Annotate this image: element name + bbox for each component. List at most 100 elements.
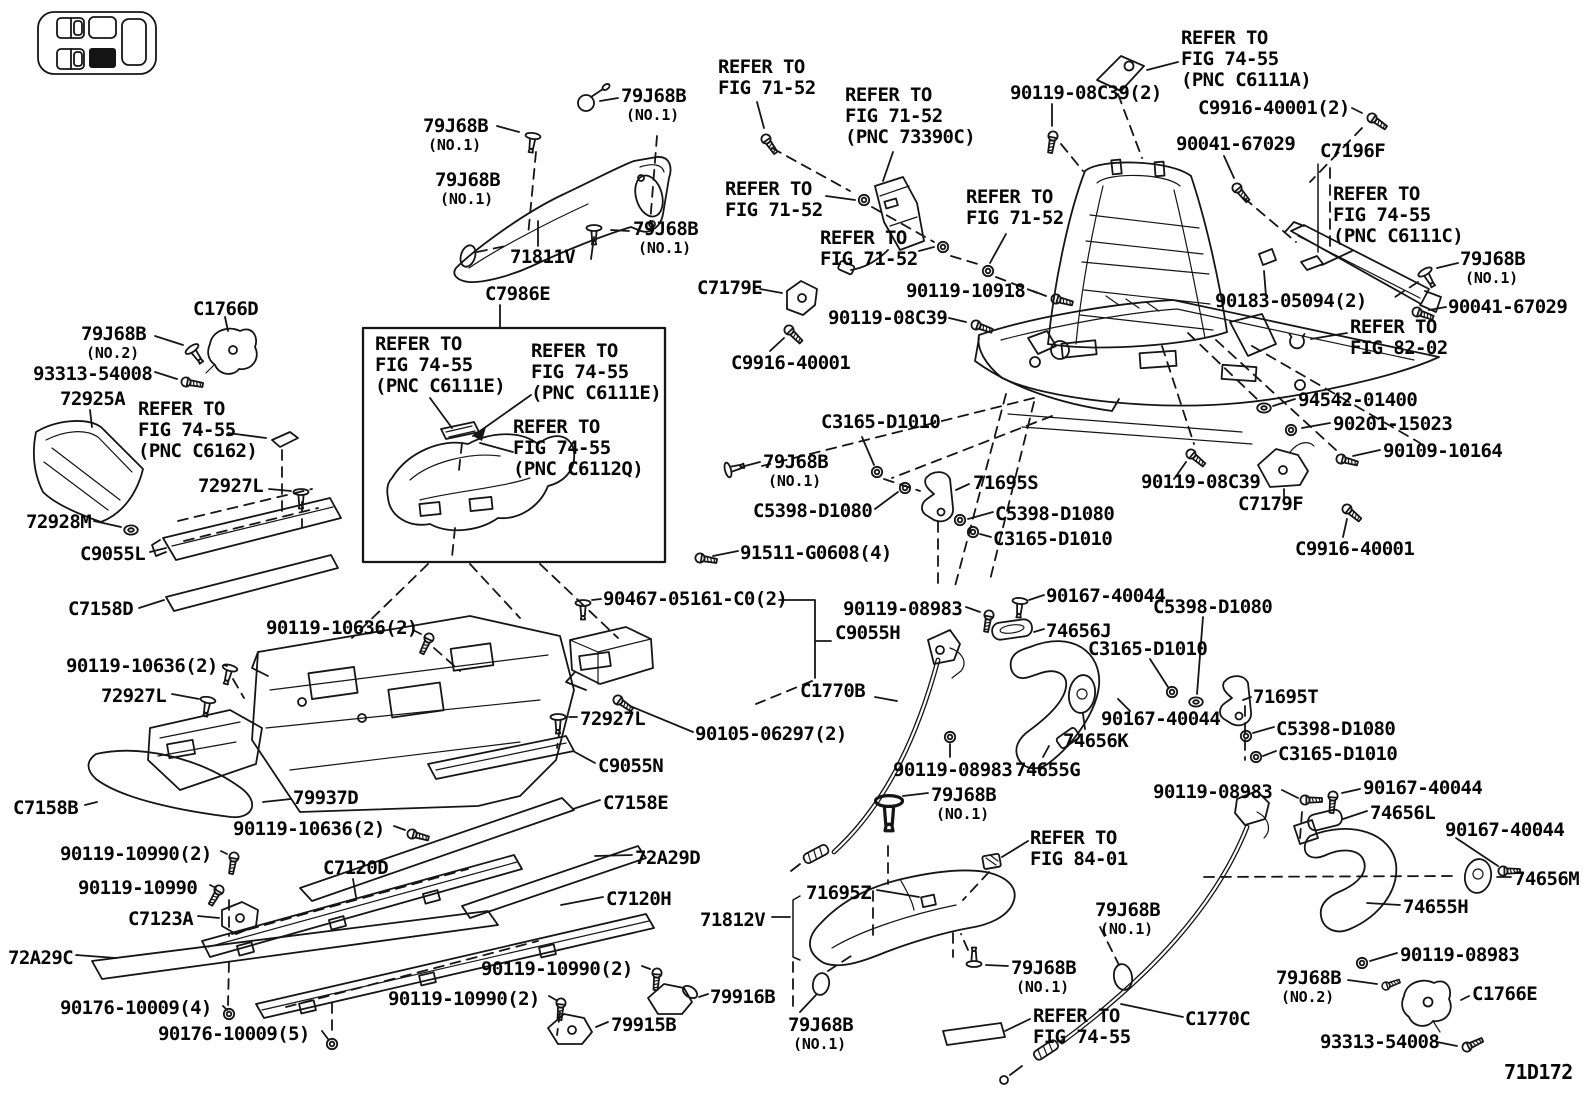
part-label-90119-10990(2): 90119-10990(2) — [481, 958, 633, 980]
leader-lines — [75, 61, 1512, 1047]
part-label-79j68b: 79J68B(NO.1) — [931, 784, 997, 823]
part-label-90105-06297(2): 90105-06297(2) — [695, 723, 847, 745]
part-label-90119-08983: 90119-08983 — [843, 598, 963, 620]
part-label-79j68b: 79J68B(NO.1) — [621, 85, 687, 124]
part-label-c5398-d1080: C5398-D1080 — [1153, 596, 1273, 618]
part-label-c7179e: C7179E — [697, 277, 763, 299]
part-label-c1766e: C1766E — [1472, 983, 1538, 1005]
part-label-c5398-d1080: C5398-D1080 — [995, 503, 1115, 525]
part-label-c5398-d1080: C5398-D1080 — [1276, 718, 1396, 740]
figure-code: 71D172 — [1504, 1060, 1573, 1084]
part-label-74656j: 74656J — [1046, 620, 1112, 642]
part-c7196f-rail — [1258, 163, 1442, 313]
part-label-93313-54008: 93313-54008 — [1320, 1031, 1440, 1053]
part-label-72927l: 72927L — [101, 685, 167, 707]
part-label-90119-08c39: 90119-08C39 — [1141, 471, 1261, 493]
part-label-c9055h: C9055H — [835, 622, 901, 644]
part-label-71812v: 71812V — [700, 909, 766, 931]
part-label-79937d: 79937D — [293, 787, 359, 809]
part-label-72927l: 72927L — [580, 708, 646, 730]
part-armrest-handles — [991, 618, 1493, 933]
part-label-90167-40044: 90167-40044 — [1101, 708, 1221, 730]
part-label-c3165-d1010: C3165-D1010 — [1088, 638, 1208, 660]
part-label-c7986e: C7986E — [485, 283, 551, 305]
part-small-brackets — [205, 280, 1452, 1045]
part-label-72928m: 72928M — [26, 511, 92, 533]
part-label-c9055l: C9055L — [80, 543, 146, 565]
part-label-79j68b: 79J68B(NO.1) — [1460, 248, 1526, 287]
part-label-90176-10009(4): 90176-10009(4) — [60, 997, 212, 1019]
part-c9055h-bracket — [565, 626, 654, 691]
part-label-c3165-d1010: C3165-D1010 — [821, 411, 941, 433]
part-label-c9916-40001: C9916-40001 — [731, 352, 851, 374]
part-label-c7179f: C7179F — [1238, 493, 1304, 515]
part-label-90167-40044: 90167-40044 — [1363, 777, 1483, 799]
part-label-90119-08c39: 90119-08C39 — [828, 307, 948, 329]
part-label-90109-10164: 90109-10164 — [1383, 440, 1503, 462]
part-label-c3165-d1010: C3165-D1010 — [993, 528, 1113, 550]
part-label-90041-67029: 90041-67029 — [1176, 133, 1296, 155]
part-label-91511-g0608(4): 91511-G0608(4) — [740, 542, 892, 564]
part-label-79916b: 79916B — [710, 986, 776, 1008]
part-label-71695z: 71695Z — [806, 882, 872, 904]
part-label-90119-08983: 90119-08983 — [1400, 944, 1520, 966]
part-label-72a29c: 72A29C — [8, 947, 74, 969]
part-label-72925a: 72925A — [60, 388, 126, 410]
part-label-94542-01400: 94542-01400 — [1298, 389, 1418, 411]
part-label-71695s: 71695S — [973, 472, 1039, 494]
part-label-c7158b: C7158B — [13, 797, 79, 819]
part-label-71811v: 71811V — [510, 246, 576, 268]
part-seat-tracks — [87, 709, 655, 1019]
part-label-c9916-40001(2): C9916-40001(2) — [1198, 97, 1350, 119]
part-label-c1770c: C1770C — [1185, 1008, 1251, 1030]
part-71811v-handle — [453, 83, 672, 283]
part-label-90119-08983: 90119-08983 — [893, 759, 1013, 781]
part-label-74656l: 74656L — [1370, 802, 1436, 824]
part-label-79j68b: 79J68B(NO.1) — [633, 218, 699, 257]
part-label-79j68b: 79J68B(NO.1) — [423, 115, 489, 154]
part-label-71695t: 71695T — [1253, 686, 1319, 708]
part-label-90201-15023: 90201-15023 — [1333, 413, 1453, 435]
part-belt-buckle — [837, 176, 925, 276]
part-label-90119-10636(2): 90119-10636(2) — [266, 617, 418, 639]
part-label-74655h: 74655H — [1403, 896, 1469, 918]
part-label-90167-40044: 90167-40044 — [1445, 819, 1565, 841]
part-floor-panel — [251, 615, 575, 813]
part-label-79j68b: 79J68B(NO.1) — [1095, 899, 1161, 938]
part-label-90119-10990(2): 90119-10990(2) — [60, 843, 212, 865]
part-label-72a29d: 72A29D — [635, 847, 701, 869]
part-label-79j68b: 79J68B(NO.1) — [788, 1014, 854, 1053]
part-label-79j68b: 79J68B(NO.1) — [1011, 957, 1077, 996]
part-label-90041-67029: 90041-67029 — [1448, 296, 1568, 318]
dashed-lines — [177, 93, 1454, 1038]
part-label-c5398-d1080: C5398-D1080 — [753, 500, 873, 522]
part-label-c1770b: C1770B — [800, 680, 866, 702]
part-label-79j68b: 79J68B(NO.2) — [1276, 967, 1342, 1006]
part-label-74656k: 74656K — [1063, 730, 1129, 752]
part-label-90119-10636(2): 90119-10636(2) — [233, 818, 385, 840]
part-label-c7196f: C7196F — [1320, 140, 1386, 162]
part-71812v-shield — [792, 852, 1134, 1046]
part-label-90119-10990(2): 90119-10990(2) — [388, 988, 540, 1010]
part-label-c9916-40001: C9916-40001 — [1295, 538, 1415, 560]
tag-icon — [1096, 55, 1145, 92]
part-label-90119-08983: 90119-08983 — [1153, 781, 1273, 803]
part-label-90183-05094(2): 90183-05094(2) — [1215, 290, 1367, 312]
part-label-72927l: 72927L — [198, 475, 264, 497]
part-release-cables — [790, 629, 1270, 1085]
part-label-c7123a: C7123A — [128, 908, 194, 930]
